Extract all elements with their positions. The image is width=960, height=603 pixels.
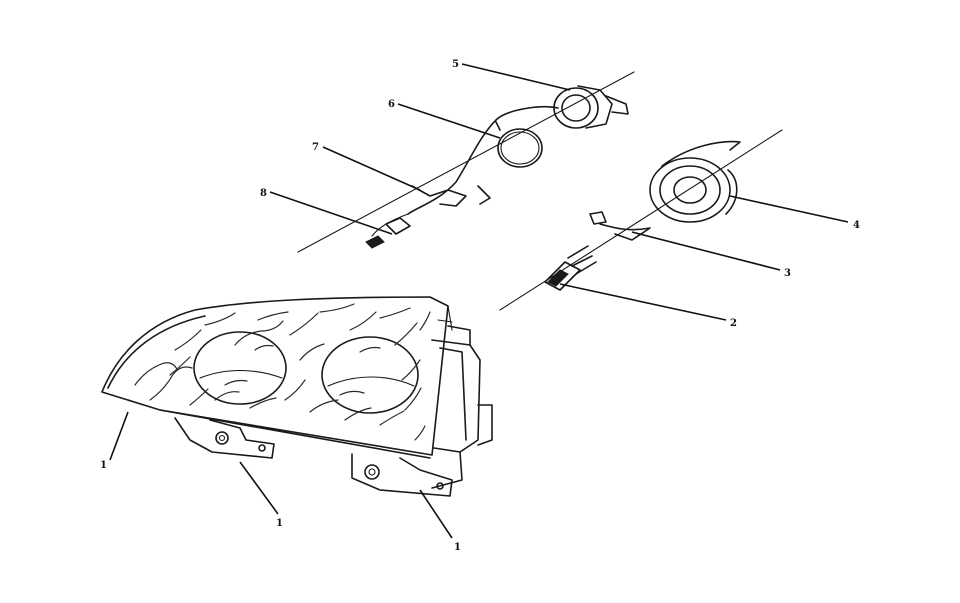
callout-7: 6 (388, 99, 395, 110)
sealing-ring (497, 128, 543, 168)
callout-9: 8 (260, 188, 267, 199)
lamp-socket (553, 85, 629, 129)
headlamp-lens-outline (101, 296, 449, 456)
reflector-cup (649, 140, 741, 223)
callout-2: 1 (100, 460, 107, 471)
bulb (544, 245, 597, 291)
lamp-holder-assembly (297, 71, 635, 253)
mounting-bracket-left (174, 417, 275, 459)
callout-1-right: 1 (454, 542, 461, 553)
callout-6: 5 (452, 59, 459, 70)
callout-8: 7 (312, 142, 319, 153)
callout-1-left: 1 (276, 518, 283, 529)
retaining-clip (589, 211, 651, 241)
low-beam-lamp (193, 331, 287, 405)
headlamp-housing (431, 339, 481, 453)
connector-plug (365, 217, 411, 249)
lens-texture (134, 303, 431, 441)
bulb-assembly-lower (499, 129, 783, 311)
callout-labels: 5 6 7 8 4 3 2 1 1 1 (100, 59, 860, 553)
high-beam-lamp (321, 336, 419, 414)
mounting-bracket-right (351, 453, 453, 497)
callout-4: 3 (784, 268, 791, 279)
headlamp-assembly (101, 296, 493, 497)
callout-5: 4 (853, 220, 860, 231)
callout-3: 2 (730, 318, 737, 329)
leader-lines (109, 63, 849, 539)
